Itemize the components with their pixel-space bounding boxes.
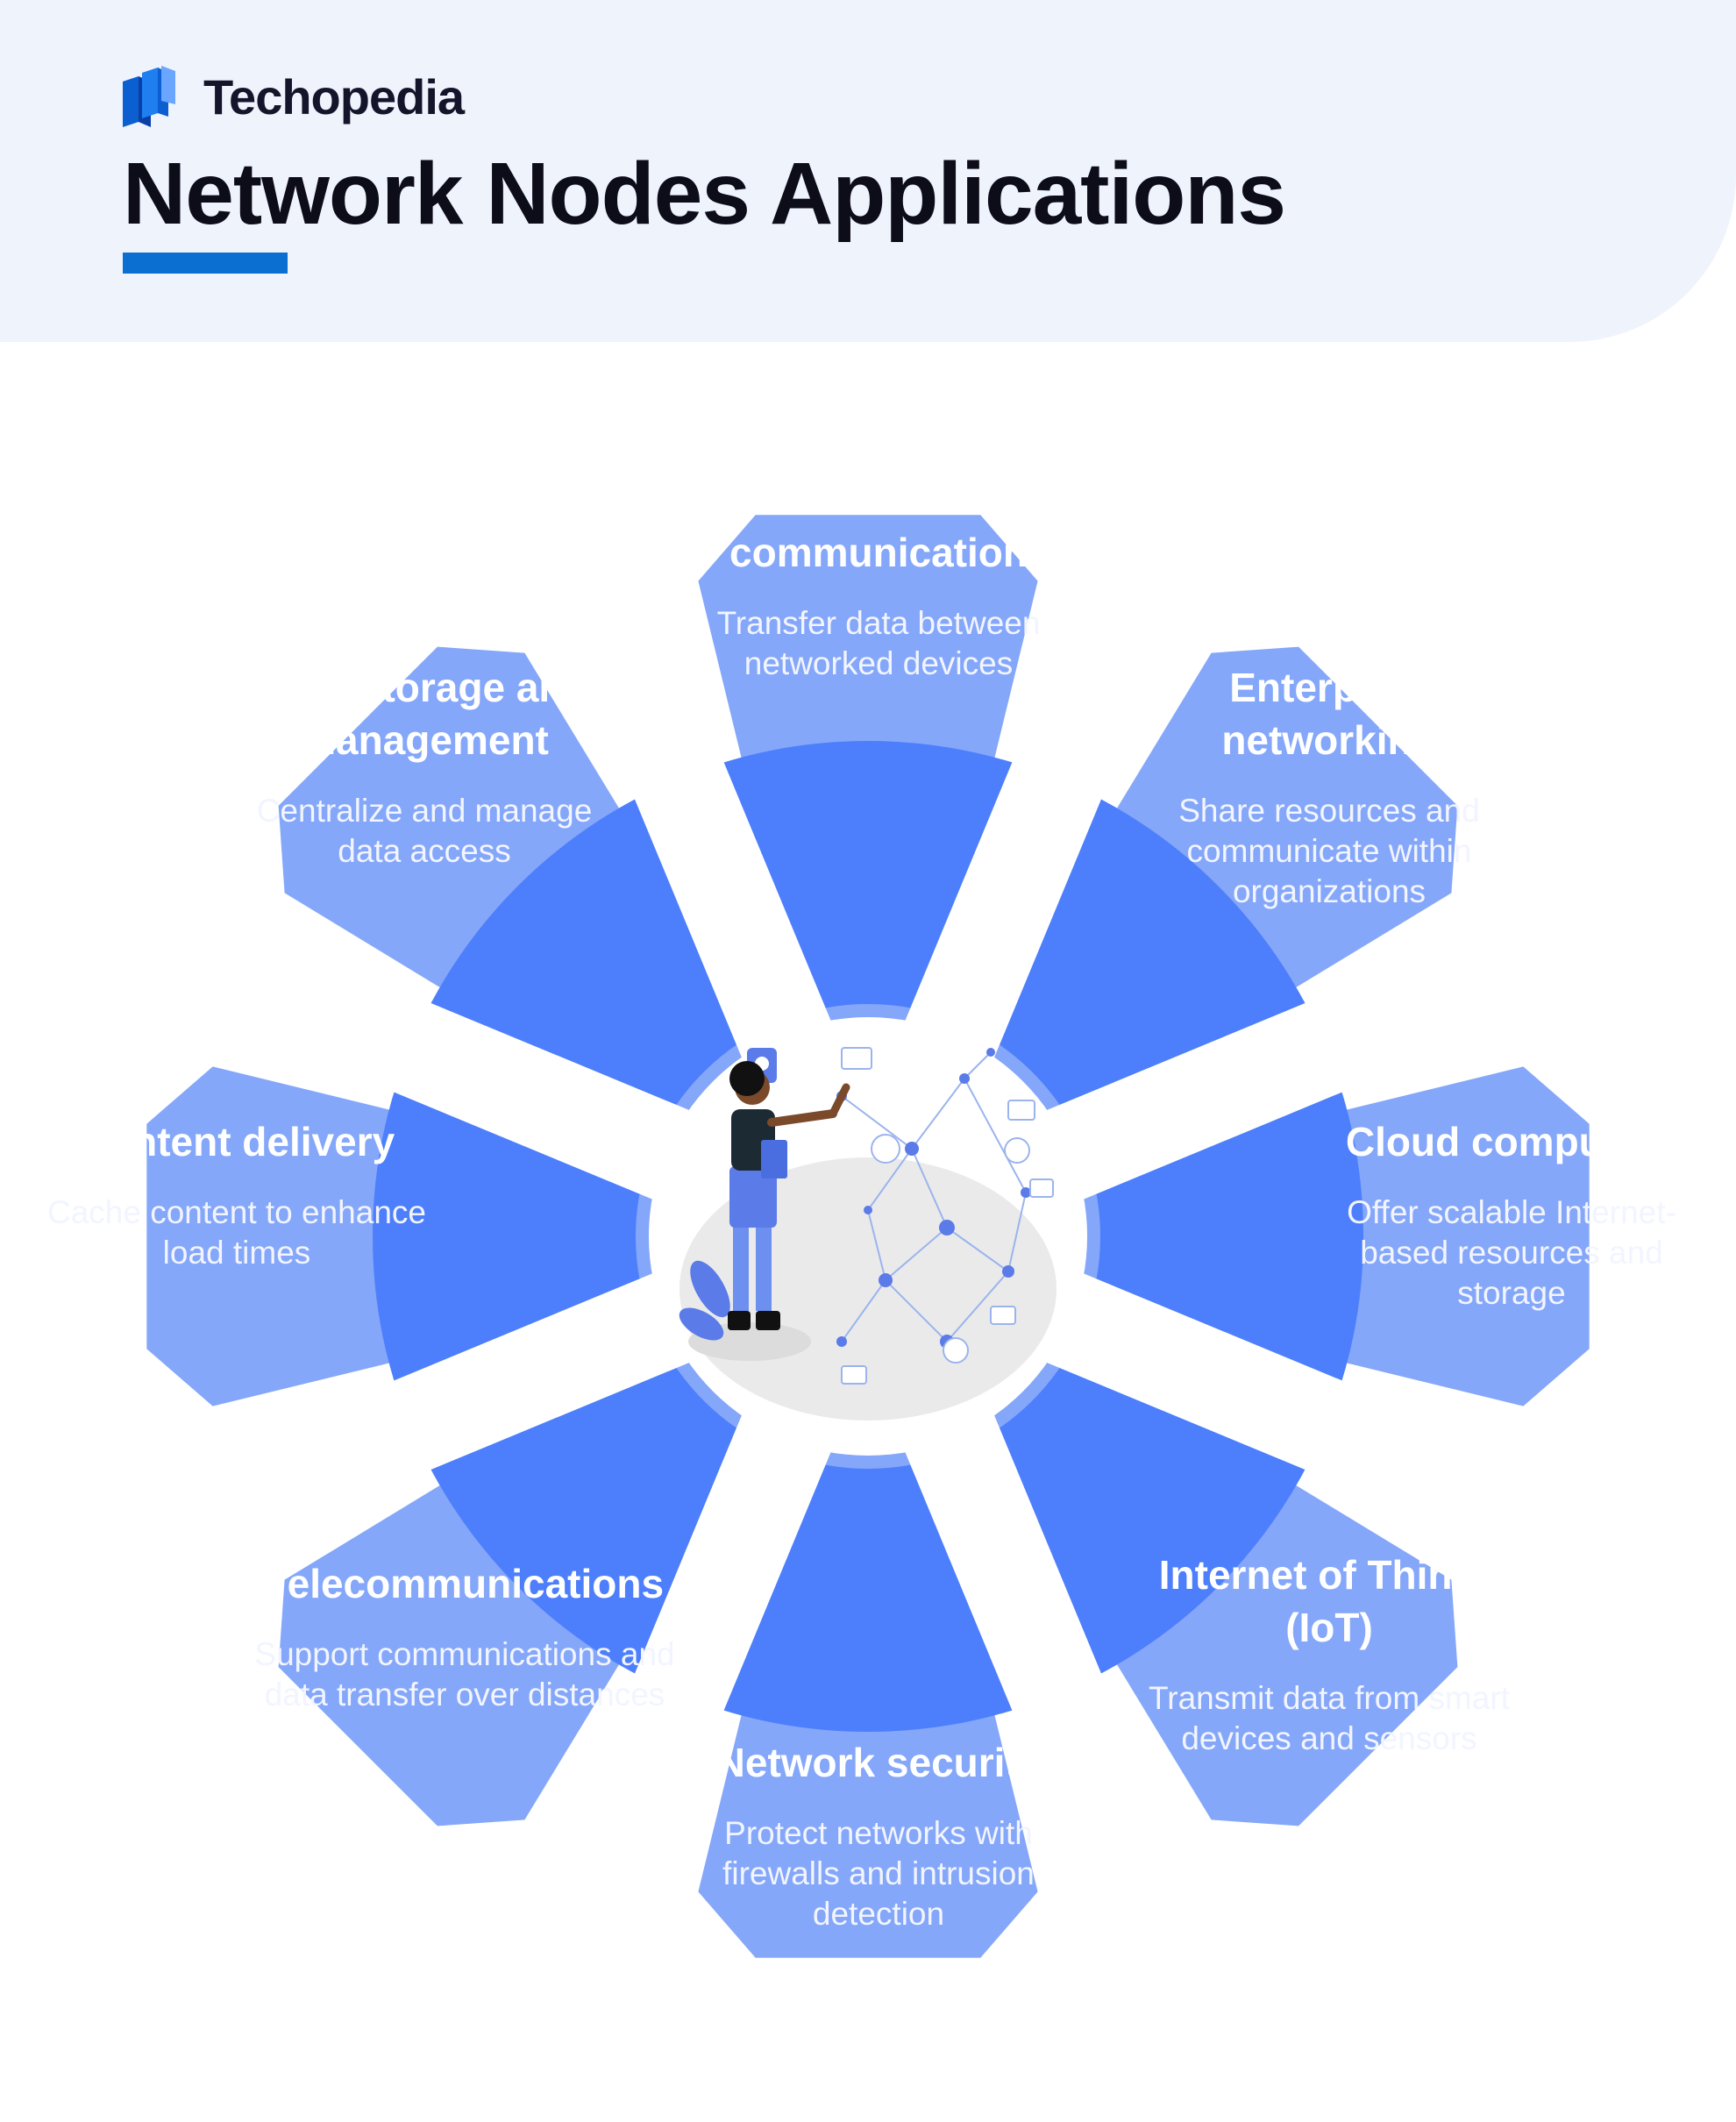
segment-gap <box>533 1371 850 1956</box>
segment-gap <box>1003 901 1588 1218</box>
segment-data-storage: Data storage and management Centralize a… <box>231 661 617 872</box>
brand-name: Techopedia <box>203 68 465 125</box>
segment-title: Data communication <box>729 477 1028 575</box>
page-title: Network Nodes Applications <box>123 145 1286 243</box>
segment-gap <box>148 901 733 1218</box>
segment-description: Transfer data between networked devices <box>716 605 1041 681</box>
segment-title: Telecommunications <box>265 1561 665 1606</box>
segment-gap <box>1003 1255 1588 1571</box>
segment-description: Offer scalable Internet-based resources … <box>1347 1194 1676 1311</box>
segment-title: Cloud computing <box>1345 1119 1678 1164</box>
header-band <box>0 0 1736 342</box>
segment-iot: Internet of Things (IoT) Transmit data f… <box>1136 1549 1522 1759</box>
segment-description: Protect networks with firewalls and intr… <box>722 1815 1035 1932</box>
segment-title: Network security <box>715 1740 1042 1785</box>
segment-content-delivery: Content delivery Cache content to enhanc… <box>44 1115 430 1273</box>
plant-icon <box>679 1260 730 1341</box>
segment-description: Transmit data from smart devices and sen… <box>1149 1680 1510 1756</box>
network-graph-icon <box>841 1051 1027 1342</box>
segment-cloud-computing: Cloud computing Offer scalable Internet-… <box>1319 1115 1704 1314</box>
segment-title: Data storage and management <box>260 665 588 763</box>
brand-logo: Techopedia <box>123 61 465 132</box>
segment-title: Content delivery <box>78 1119 395 1164</box>
title-underline <box>123 253 288 274</box>
segment-title: Enterprise networking <box>1221 665 1437 763</box>
segment-description: Support communications and data transfer… <box>254 1636 675 1713</box>
segment-description: Share resources and communicate within o… <box>1178 793 1480 909</box>
segment-gap <box>886 516 1203 1101</box>
segment-enterprise-networking: Enterprise networking Share resources an… <box>1136 661 1522 912</box>
segment-gap <box>148 1255 733 1571</box>
segment-title: Internet of Things (IoT) <box>1158 1552 1500 1650</box>
segment-gap <box>886 1371 1203 1956</box>
segment-description: Centralize and manage data access <box>256 793 593 869</box>
segment-description: Cache content to enhance load times <box>47 1194 426 1271</box>
person-figure <box>728 1061 850 1330</box>
inner-ring <box>373 741 1363 1732</box>
segment-gap <box>533 516 850 1101</box>
segment-data-communication: Data communication Transfer data between… <box>686 474 1071 684</box>
techopedia-logo-icon <box>123 66 175 127</box>
segment-network-security: Network security Protect networks with f… <box>686 1736 1071 1934</box>
segment-telecommunications: Telecommunications Support communication… <box>237 1557 693 1715</box>
